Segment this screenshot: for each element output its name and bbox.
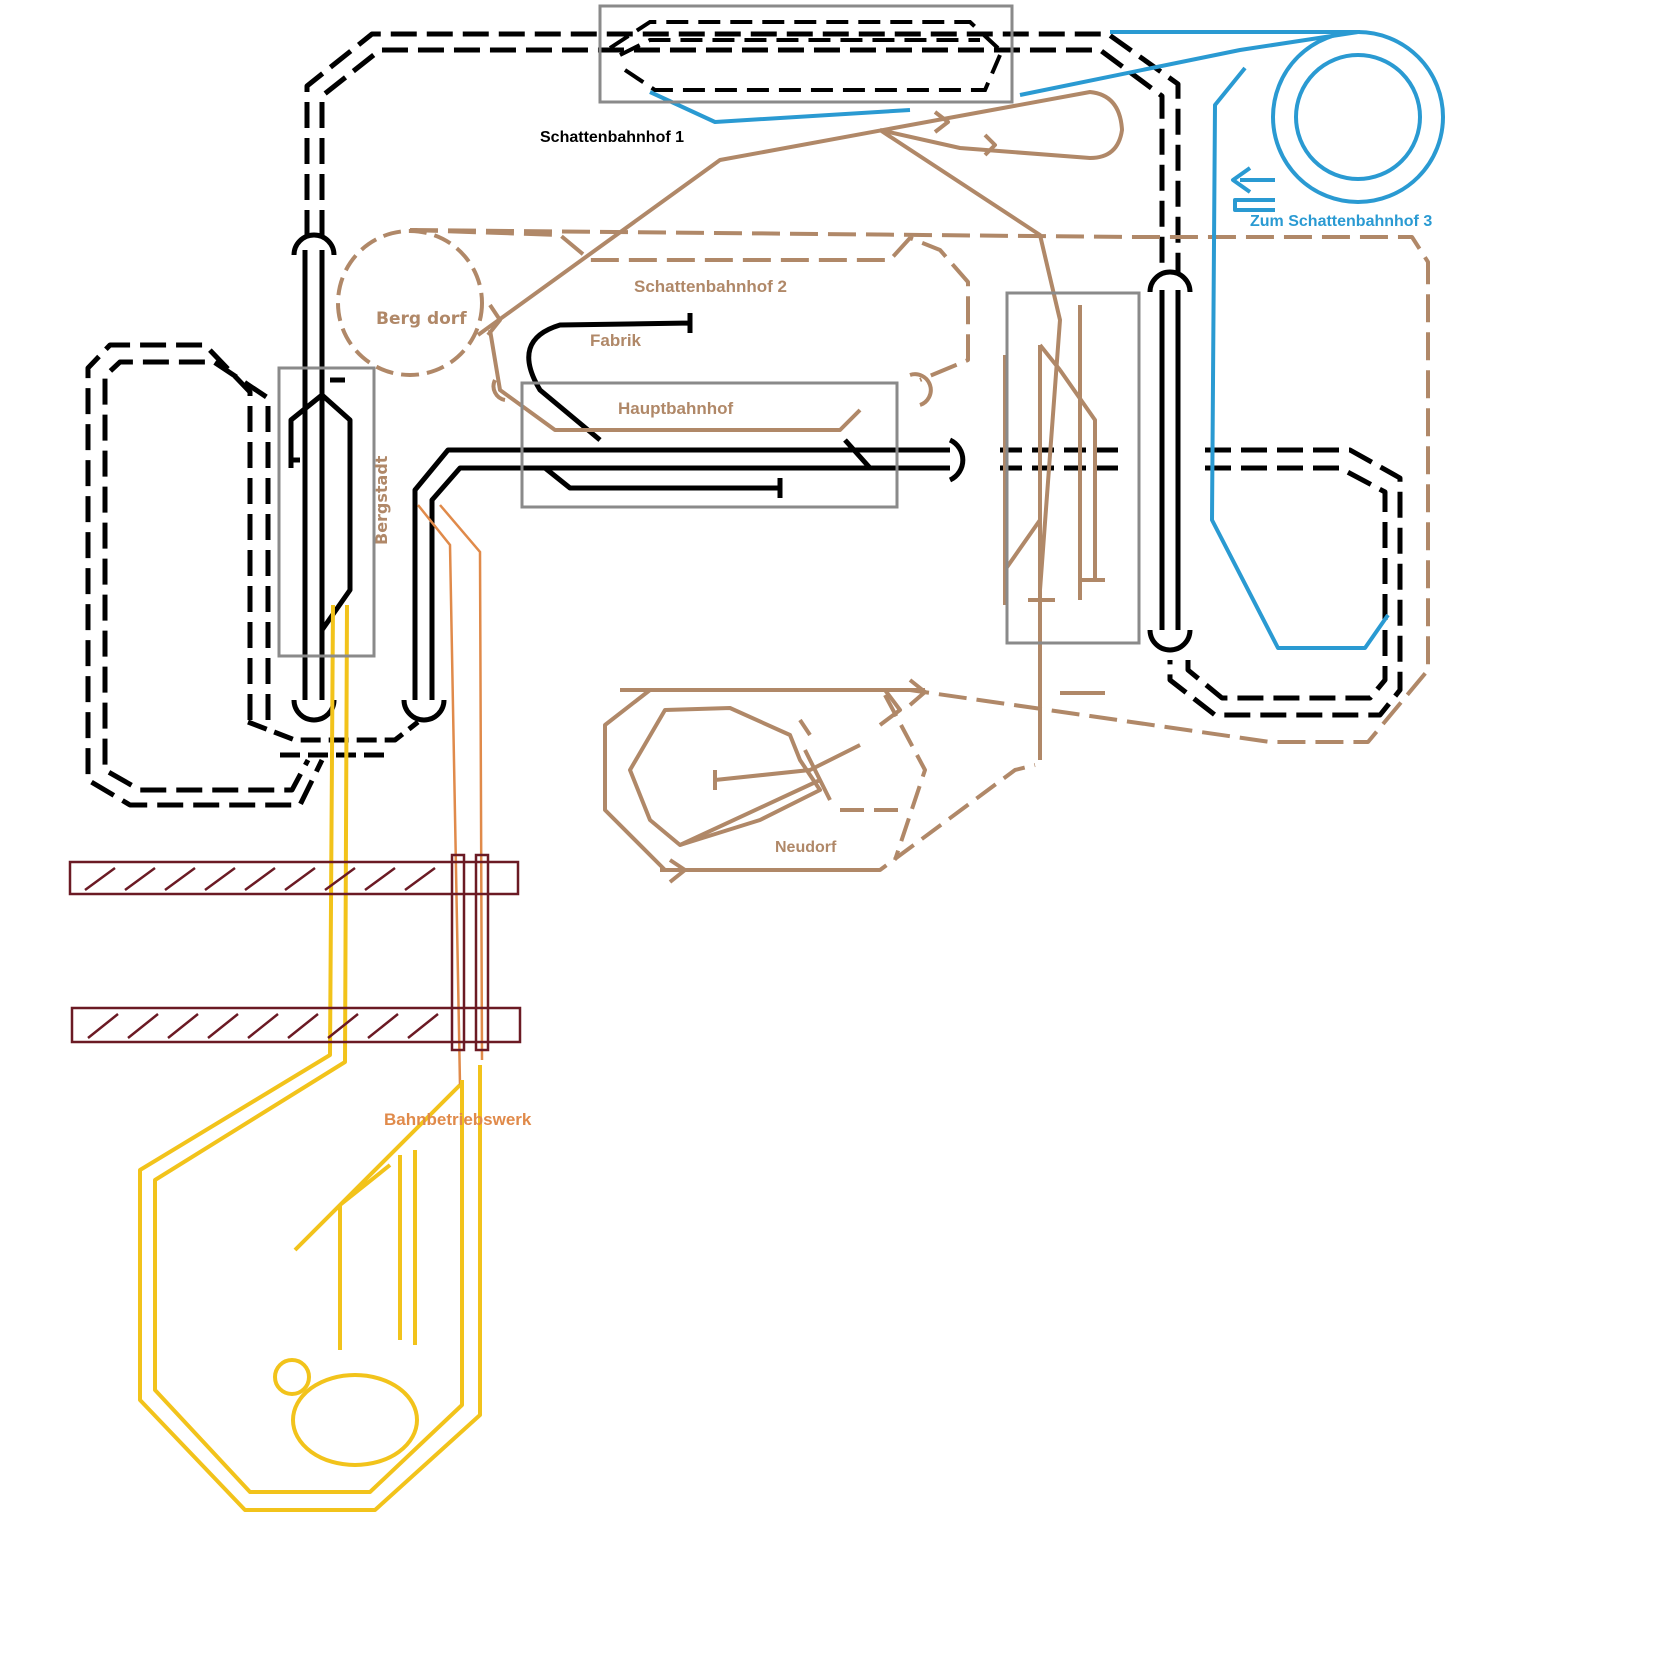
blue-right-descent — [1210, 66, 1390, 650]
yellow-yard-sidings — [293, 1083, 462, 1350]
black-right-loop-outer — [1167, 447, 1403, 718]
bridge-upper — [68, 860, 520, 896]
label-hauptbahnhof: Hauptbahnhof — [618, 399, 734, 418]
yellow-main-inner — [153, 604, 464, 1494]
black-link-portal — [401, 699, 447, 723]
brown-hbf-approach — [491, 372, 933, 407]
bergdorf-circle — [336, 229, 484, 377]
black-bergstadt-siding — [288, 377, 353, 632]
orange-track-network — [417, 504, 484, 1086]
label-schattenbahnhof3: Zum Schattenbahnhof 3 — [1250, 213, 1432, 230]
brown-hbf-track — [488, 329, 862, 432]
hauptbahnhof-box — [520, 381, 899, 509]
sbf1-siding-3 — [623, 54, 1002, 92]
black-right-solid-track — [1159, 290, 1181, 630]
bergstadt-box — [277, 366, 376, 658]
blue-helix-inner — [1294, 53, 1422, 181]
label-bergstadt: Bergstadt — [372, 455, 391, 545]
sbf1-siding-2 — [619, 38, 980, 57]
black-fabrik-siding — [526, 313, 693, 442]
orange-bw-track-right — [439, 504, 484, 1061]
label-neudorf: Neudorf — [775, 839, 837, 856]
bridge-upper-hatch — [84, 866, 436, 892]
schattenbahnhof1-sidings — [608, 20, 1002, 92]
station-boxes — [277, 4, 1141, 658]
blue-exit-to-schattenbahnhof3 — [1233, 178, 1275, 212]
sbf1-siding-1 — [608, 20, 1002, 52]
black-right-portal-bottom — [1147, 629, 1193, 653]
black-left-portal-top — [291, 232, 337, 256]
black-hbf-siding — [543, 438, 872, 498]
brown-diagonal-to-east — [878, 128, 1062, 760]
bridge-lower — [70, 1006, 522, 1044]
bridge-pier-2 — [474, 853, 490, 1052]
blue-arrow-head — [1231, 166, 1252, 194]
neudorf-arrows — [668, 678, 927, 884]
bridge-pier-1 — [450, 853, 466, 1052]
blue-track-network — [649, 30, 1445, 650]
orange-bw-track-left — [417, 504, 462, 1086]
neudorf-outer-loop — [603, 688, 925, 872]
schattenbahnhof1-box — [598, 4, 1014, 104]
label-fabrik: Fabrik — [590, 331, 642, 350]
black-top-track-outer — [304, 31, 1181, 272]
label-schattenbahnhof1: Schattenbahnhof 1 — [540, 129, 684, 146]
yellow-turntable-large — [291, 1373, 419, 1467]
neudorf-inner-loop — [628, 706, 822, 847]
label-schattenbahnhof2: Schattenbahnhof 2 — [634, 277, 787, 296]
schattenbahnhof2-loop — [409, 228, 1430, 744]
black-left-portal-bottom — [291, 699, 337, 723]
bridges — [68, 853, 522, 1052]
bridge-lower-hatch — [87, 1013, 439, 1039]
brown-diagonal-to-bergdorf — [476, 90, 1124, 337]
yellow-track-network — [138, 604, 482, 1512]
label-bergdorf: Berg dorf — [376, 309, 467, 329]
black-right-loop-inner — [1185, 465, 1388, 701]
east-station-box — [1005, 291, 1141, 645]
black-top-track-inner — [319, 47, 1165, 272]
brown-arrows-top — [486, 110, 997, 337]
label-bahnbetriebswerk: Bahnbetriebswerk — [384, 1110, 532, 1129]
yellow-turntable-small — [273, 1358, 311, 1396]
brown-east-station-tracks — [1003, 305, 1105, 605]
black-link-to-hbf — [412, 447, 950, 700]
blue-helix-outer — [1271, 30, 1445, 204]
neudorf-dashed-connector — [660, 694, 1036, 872]
neudorf-sidings — [679, 743, 861, 847]
black-east-link — [1000, 447, 1120, 471]
brown-track-network — [336, 90, 1430, 884]
yellow-main-outer — [138, 604, 482, 1512]
black-left-loop-inner — [102, 359, 311, 793]
black-left-solid-track — [302, 250, 325, 700]
black-hbf-east-portal — [948, 437, 966, 483]
black-right-portal-top — [1147, 269, 1193, 293]
